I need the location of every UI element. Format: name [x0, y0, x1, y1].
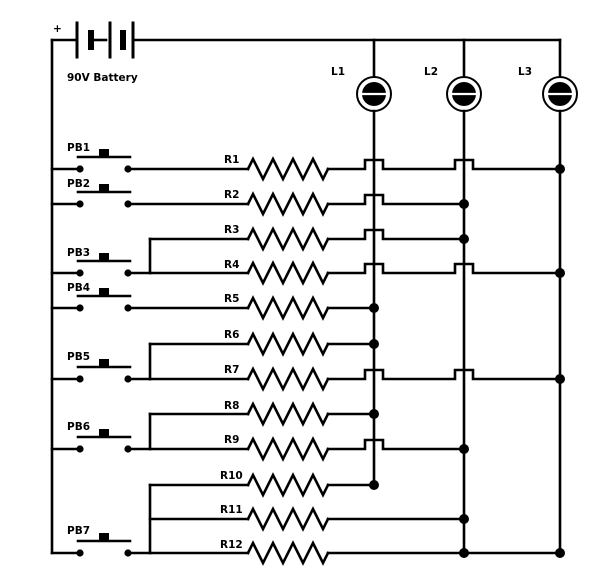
- resistor-r2: R2: [224, 189, 330, 217]
- lamp-label: L1: [331, 66, 345, 78]
- resistor-r4: R4: [224, 259, 330, 286]
- resistor-label: R3: [224, 224, 239, 236]
- pushbutton-label: PB7: [67, 525, 90, 537]
- pushbutton-pb4: PB4: [50, 282, 132, 312]
- pushbutton-pb3: PB3: [50, 247, 132, 277]
- junction-dots: [369, 164, 565, 558]
- resistor-label: R4: [224, 259, 239, 271]
- resistor-label: R7: [224, 364, 239, 376]
- branch-buses: [126, 167, 250, 555]
- pushbutton-label: PB5: [67, 351, 90, 363]
- resistor-label: R6: [224, 329, 239, 341]
- battery: + 90V Battery: [50, 21, 562, 555]
- pushbutton-pb2: PB2: [50, 178, 132, 208]
- resistor-r8: R8: [224, 400, 330, 427]
- output-wiring: [326, 158, 562, 555]
- resistor-label: R5: [224, 293, 239, 305]
- battery-label: 90V Battery: [67, 72, 138, 84]
- resistor-r11: R11: [220, 504, 330, 532]
- resistor-r12: R12: [220, 539, 330, 566]
- resistor-r6: R6: [224, 329, 330, 357]
- resistor-label: R8: [224, 400, 239, 412]
- lamp-label: L3: [518, 66, 532, 78]
- lamp-label: L2: [424, 66, 438, 78]
- pushbutton-label: PB6: [67, 421, 90, 433]
- pushbutton-pb7: PB7: [50, 525, 132, 557]
- lamp-l3: L3: [518, 38, 578, 555]
- lamp-l1: L1: [331, 38, 392, 487]
- resistor-r1: R1: [224, 154, 330, 182]
- resistor-label: R12: [220, 539, 243, 551]
- resistor-label: R11: [220, 504, 243, 516]
- battery-polarity: +: [53, 23, 62, 35]
- resistor-label: R10: [220, 470, 243, 482]
- pushbutton-label: PB4: [67, 282, 90, 294]
- pushbutton-pb6: PB6: [50, 421, 132, 453]
- resistor-r10: R10: [220, 470, 330, 498]
- resistor-label: R2: [224, 189, 239, 201]
- pushbutton-label: PB2: [67, 178, 90, 190]
- pushbutton-pb5: PB5: [50, 351, 132, 383]
- pushbutton-label: PB1: [67, 142, 90, 154]
- pushbutton-label: PB3: [67, 247, 90, 259]
- resistor-r3: R3: [224, 224, 330, 252]
- resistor-label: R9: [224, 434, 239, 446]
- pushbutton-pb1: PB1: [50, 142, 132, 173]
- resistor-label: R1: [224, 154, 239, 166]
- resistor-r5: R5: [224, 293, 330, 321]
- lamp-l2: L2: [424, 38, 482, 555]
- resistor-r9: R9: [224, 434, 330, 462]
- resistor-r7: R7: [224, 364, 330, 392]
